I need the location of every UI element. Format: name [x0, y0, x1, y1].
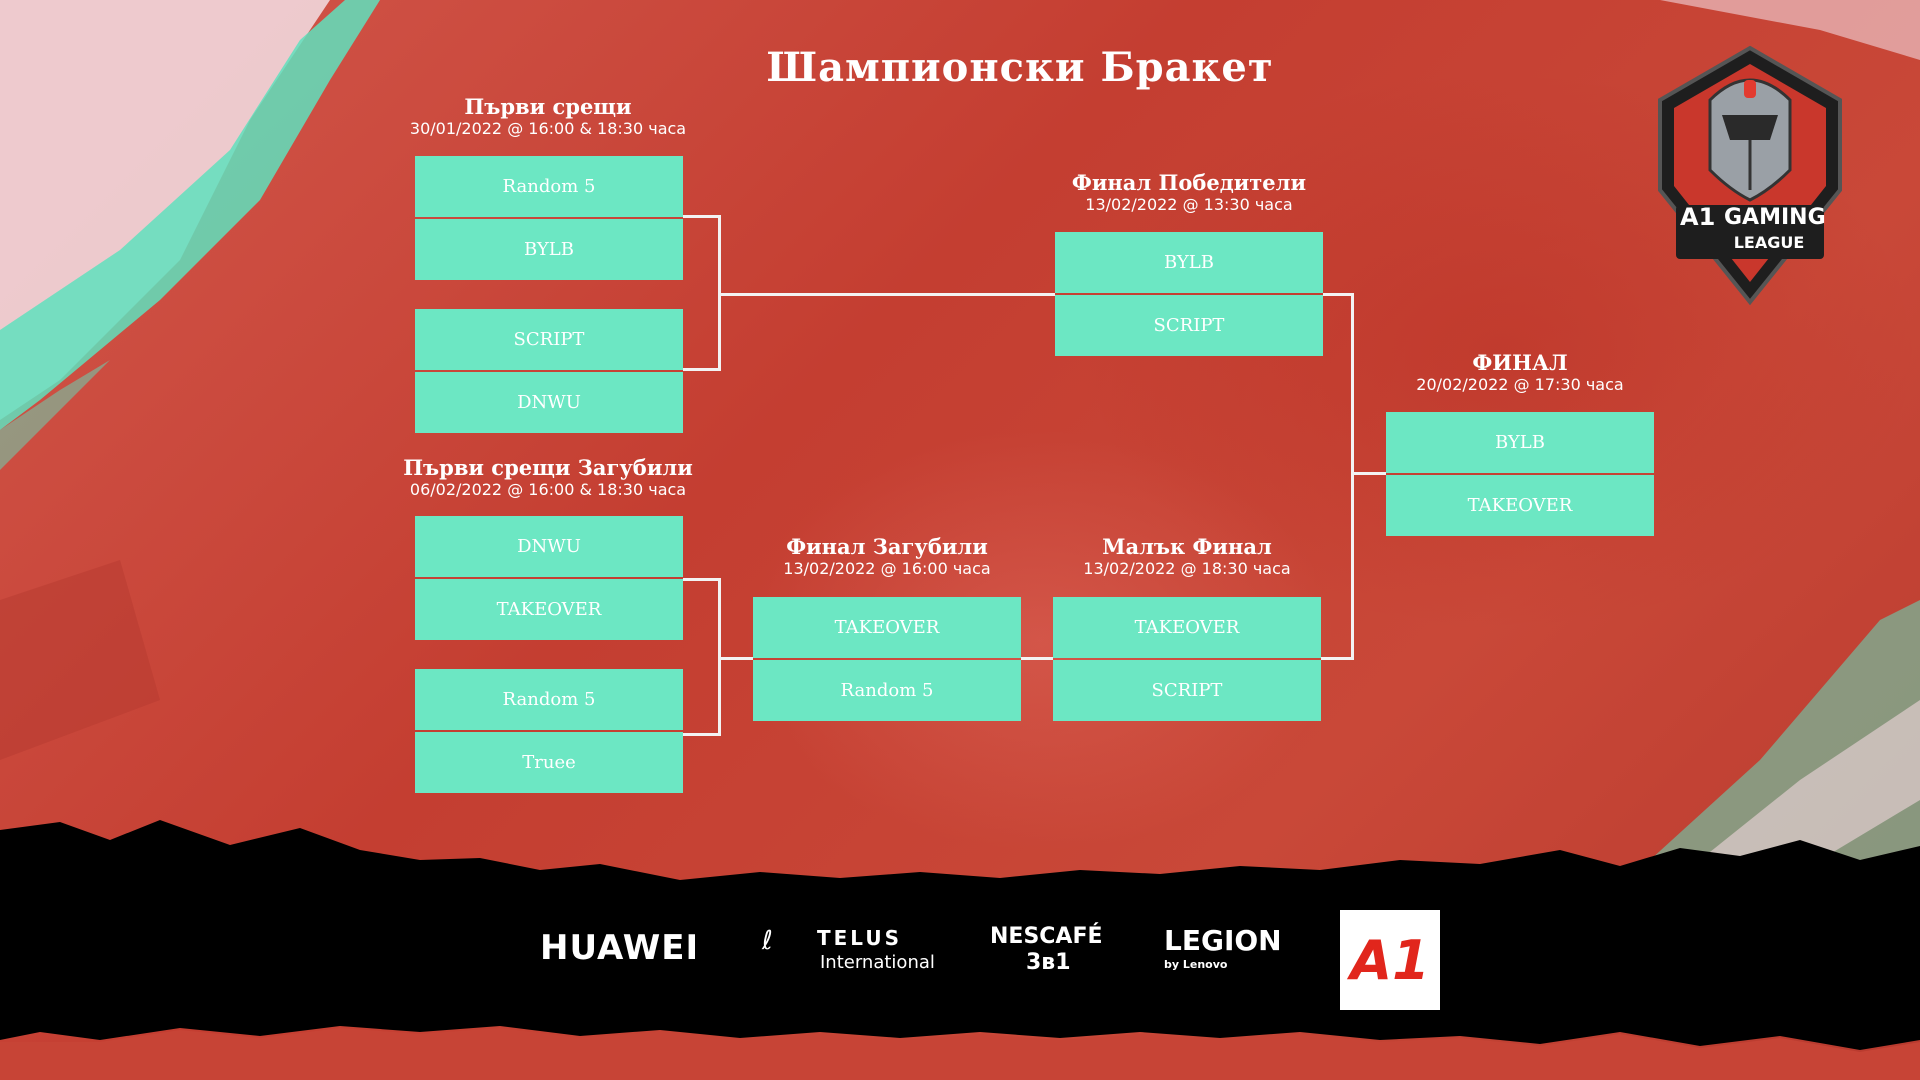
team-slot[interactable]: TAKEOVER	[415, 579, 683, 640]
round-winners-final-header: Финал Победители 13/02/2022 @ 13:30 часа	[1029, 170, 1349, 215]
page-title: Шампионски Бракет	[766, 44, 1274, 91]
logo-line1: GAMING	[1724, 205, 1826, 230]
bracket-connector	[683, 368, 720, 371]
telus-swoosh-icon: ℓ	[762, 926, 773, 956]
round-losers-final-date: 13/02/2022 @ 16:00 часа	[783, 559, 991, 578]
team-slot[interactable]: DNWU	[415, 516, 683, 577]
team-slot[interactable]: BYLB	[1055, 232, 1323, 293]
round-winners-final-date: 13/02/2022 @ 13:30 часа	[1085, 195, 1293, 214]
round-winners-final-label: Финал Победители	[1071, 170, 1307, 195]
team-slot[interactable]: SCRIPT	[415, 309, 683, 370]
knight-shield-icon	[1658, 45, 1842, 306]
sponsor-legion-name: LEGION	[1164, 924, 1282, 957]
round-first-label: Първи срещи	[464, 94, 632, 119]
bracket-connector	[718, 657, 753, 660]
sponsor-huawei: HUAWEI	[540, 928, 700, 968]
round-losers-first-label: Първи срещи Загубили	[403, 455, 693, 480]
bracket-connector	[1351, 293, 1354, 660]
bracket-connector	[683, 733, 720, 736]
sponsor-telus-name: TELUS	[817, 926, 902, 950]
team-slot[interactable]: DNWU	[415, 372, 683, 433]
bracket-connector	[683, 215, 720, 218]
team-slot[interactable]: BYLB	[1386, 412, 1654, 473]
sponsor-telus-sub: International	[820, 952, 935, 973]
bracket-connector	[683, 578, 720, 581]
team-slot[interactable]: Random 5	[415, 669, 683, 730]
round-losers-first-header: Първи срещи Загубили 06/02/2022 @ 16:00 …	[388, 455, 708, 500]
bracket-connector	[1323, 293, 1353, 296]
team-slot[interactable]: Random 5	[753, 660, 1021, 721]
round-grand-final-header: ФИНАЛ 20/02/2022 @ 17:30 часа	[1360, 350, 1680, 395]
round-grand-final-label: ФИНАЛ	[1472, 350, 1568, 375]
logo-brand: A1	[1680, 203, 1716, 231]
team-slot[interactable]: SCRIPT	[1053, 660, 1321, 721]
a1-logo-text: A1	[1350, 928, 1430, 992]
footer-band	[0, 820, 1920, 1080]
round-losers-final-label: Финал Загубили	[786, 534, 988, 559]
team-slot[interactable]: TAKEOVER	[753, 597, 1021, 658]
team-slot[interactable]: TAKEOVER	[1386, 475, 1654, 536]
round-first-header: Първи срещи 30/01/2022 @ 16:00 & 18:30 ч…	[388, 94, 708, 139]
sponsor-nescafe-name: NESCAFÉ	[990, 924, 1103, 949]
team-slot[interactable]: BYLB	[415, 219, 683, 280]
bracket-connector	[718, 293, 1055, 296]
round-small-final-header: Малък Финал 13/02/2022 @ 18:30 часа	[1027, 534, 1347, 579]
sponsor-legion-sub: by Lenovo	[1164, 958, 1228, 971]
bracket-connector	[1321, 657, 1353, 660]
round-first-date: 30/01/2022 @ 16:00 & 18:30 часа	[409, 119, 687, 138]
bracket-connector	[1351, 472, 1386, 475]
round-grand-final-date: 20/02/2022 @ 17:30 часа	[1416, 375, 1624, 394]
a1-gaming-league-logo: A1 GAMING LEAGUE	[1640, 40, 1860, 310]
round-losers-first-date: 06/02/2022 @ 16:00 & 18:30 часа	[409, 480, 687, 499]
sponsor-a1: A1	[1340, 910, 1440, 1010]
round-small-final-label: Малък Финал	[1102, 534, 1272, 559]
team-slot[interactable]: SCRIPT	[1055, 295, 1323, 356]
round-losers-final-header: Финал Загубили 13/02/2022 @ 16:00 часа	[727, 534, 1047, 579]
team-slot[interactable]: Random 5	[415, 156, 683, 217]
team-slot[interactable]: TAKEOVER	[1053, 597, 1321, 658]
bracket-connector	[1021, 657, 1053, 660]
sponsor-nescafe-sub: 3в1	[1026, 950, 1071, 975]
logo-line2: LEAGUE	[1733, 233, 1805, 252]
round-small-final-date: 13/02/2022 @ 18:30 часа	[1083, 559, 1291, 578]
team-slot[interactable]: Truee	[415, 732, 683, 793]
